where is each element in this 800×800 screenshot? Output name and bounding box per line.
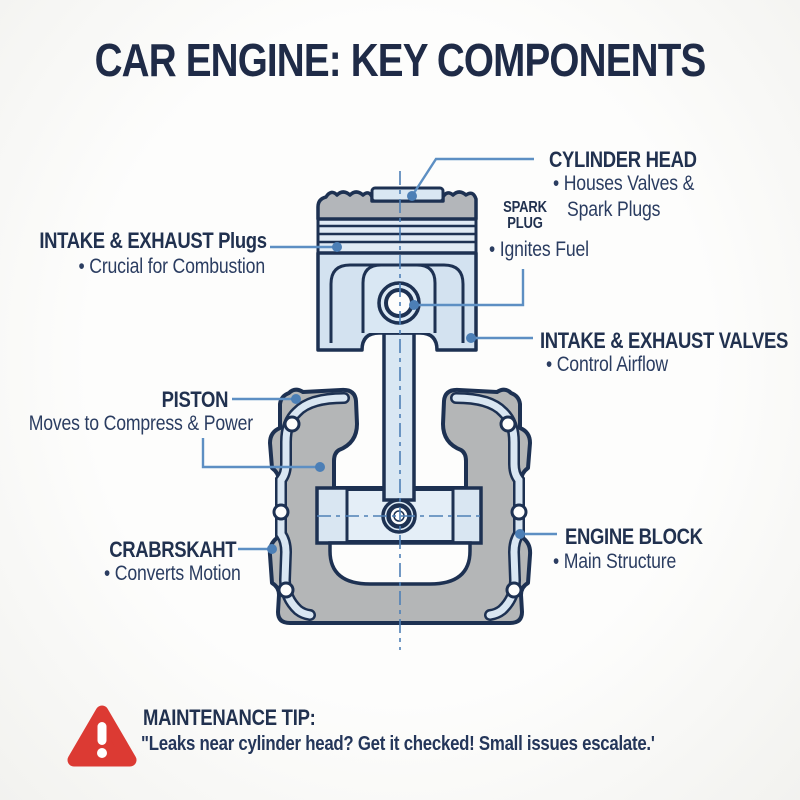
- label-piston-title: PISTON: [161, 387, 229, 412]
- warning-triangle-icon: [67, 705, 137, 767]
- maintenance-tip-text: "Leaks near cylinder head? Get it checke…: [141, 733, 655, 755]
- centerlines: [317, 171, 483, 650]
- label-intake-plugs-desc: • Crucial for Combustion: [78, 255, 266, 278]
- label-cylinder-head-desc1: • Houses Valves &: [553, 172, 695, 195]
- piston-crown: [316, 190, 478, 221]
- label-intake-plugs-title: INTAKE & EXHAUST Plugs: [39, 228, 268, 253]
- piston-rings: [319, 224, 475, 244]
- leader-piston-2: [201, 438, 320, 469]
- label-cylinder-head-desc2: Spark Plugs: [567, 198, 661, 221]
- label-spark-plug-desc: • Ignites Fuel: [489, 238, 589, 261]
- leader-lines: [201, 157, 557, 551]
- label-cylinder-head-title: CYLINDER HEAD: [549, 147, 697, 172]
- connecting-rod: [382, 331, 416, 502]
- page-title: CAR ENGINE: KEY COMPONENTS: [94, 34, 707, 86]
- leader-cylinder-head: [410, 157, 534, 197]
- label-piston-desc: Moves to Compress & Power: [28, 412, 253, 435]
- bolt-holes: [272, 415, 528, 599]
- label-intake-valves-desc: • Control Airflow: [546, 353, 668, 376]
- label-crankshaft-title: CRABRSKAHT: [108, 537, 236, 562]
- label-spark-plug-title: SPARK PLUG: [503, 199, 547, 232]
- leader-dots: [267, 191, 525, 554]
- wrist-pin: [377, 281, 421, 325]
- maintenance-tip-title: MAINTENANCE TIP:: [143, 705, 316, 730]
- label-crankshaft-desc: • Converts Motion: [104, 562, 241, 585]
- leader-spark-plug: [414, 269, 525, 307]
- label-engine-block-desc: • Main Structure: [553, 550, 677, 573]
- label-intake-valves-title: INTAKE & EXHAUST VALVES: [540, 328, 788, 353]
- label-engine-block-title: ENGINE BLOCK: [565, 524, 703, 549]
